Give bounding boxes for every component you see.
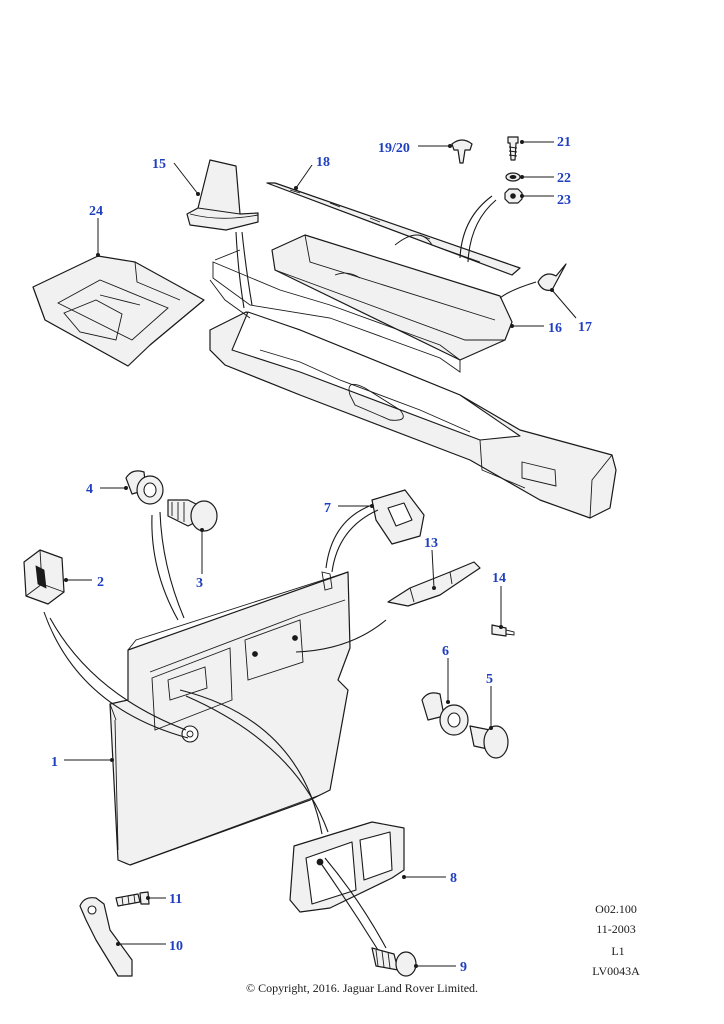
ref-level: L1	[611, 944, 625, 958]
callout-22: 22	[557, 171, 571, 186]
console-frame	[212, 261, 461, 373]
part-8-handle-surround	[289, 821, 405, 913]
part-9-screw	[371, 947, 417, 977]
callout-19-20: 19/20	[378, 141, 410, 156]
part-3-push-fastener	[167, 499, 218, 532]
callout-15: 15	[152, 157, 166, 172]
part-5-push-button	[469, 725, 509, 759]
callout-labels: 15 18 24 19/20 21 22 23 16 17 4 3 2 7 13…	[51, 135, 592, 975]
leader-lines	[64, 140, 577, 968]
part-18-top-strip	[266, 182, 521, 276]
part-2-clip-block	[23, 549, 65, 605]
callout-11: 11	[169, 892, 182, 907]
callout-4: 4	[86, 482, 93, 497]
part-6-grommet	[421, 692, 469, 736]
part-11-screw	[115, 891, 150, 907]
callout-18: 18	[316, 155, 330, 170]
callout-10: 10	[169, 939, 183, 954]
callout-24: 24	[89, 204, 103, 219]
part-15-vent-nozzle	[186, 159, 259, 231]
ref-code: O02.100	[595, 902, 637, 916]
part-17-vent-cone	[537, 263, 567, 291]
callout-13: 13	[424, 536, 438, 551]
callout-8: 8	[450, 871, 457, 886]
part-7-bezel	[371, 489, 425, 545]
part-4-grommet	[125, 470, 164, 505]
callout-14: 14	[492, 571, 506, 586]
part-24-glove-tray	[32, 255, 205, 367]
part-19-20-push-clip	[451, 139, 473, 164]
callout-5: 5	[486, 672, 493, 687]
callout-3: 3	[196, 576, 203, 591]
callout-9: 9	[460, 960, 467, 975]
callout-2: 2	[97, 575, 104, 590]
callout-1: 1	[51, 755, 58, 770]
console-body	[209, 249, 617, 519]
callout-6: 6	[442, 644, 449, 659]
ref-date: 11-2003	[596, 922, 636, 936]
part-23-nut	[504, 188, 523, 204]
part-14-screw	[491, 624, 515, 637]
illustration-id: LV0043A	[592, 964, 640, 978]
callout-17: 17	[578, 320, 592, 335]
part-21-screw	[507, 136, 519, 161]
callout-7: 7	[324, 501, 331, 516]
copyright-notice: © Copyright, 2016. Jaguar Land Rover Lim…	[245, 981, 479, 995]
callout-16: 16	[548, 321, 562, 336]
part-22-washer	[505, 172, 521, 182]
part-10-hook-bracket	[79, 897, 133, 977]
callout-23: 23	[557, 193, 571, 208]
part-16-duct-panel	[271, 234, 513, 361]
association-lines	[43, 195, 537, 951]
callout-21: 21	[557, 135, 571, 150]
